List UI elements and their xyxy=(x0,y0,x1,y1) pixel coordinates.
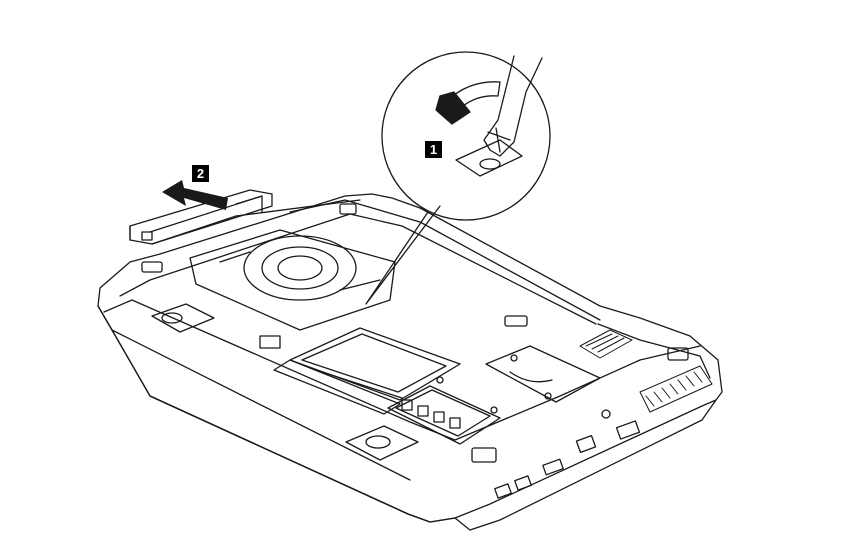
step-badge-2: 2 xyxy=(192,165,209,182)
vent-grille-side xyxy=(639,365,713,413)
hdd-bay xyxy=(259,327,461,415)
optical-drive xyxy=(129,189,361,245)
speaker-left xyxy=(151,303,215,333)
side-ports xyxy=(494,409,641,499)
wlan-card xyxy=(485,345,601,403)
memory-module xyxy=(387,376,501,445)
laptop-base xyxy=(97,193,723,531)
eject-arrow-icon xyxy=(162,180,228,210)
rotate-arrow-icon xyxy=(435,81,501,125)
step-badge-1: 1 xyxy=(425,141,442,158)
fan-compartment xyxy=(189,229,396,331)
screwdriver-icon xyxy=(455,55,543,177)
speaker-right xyxy=(345,425,419,461)
detail-callout xyxy=(365,51,551,305)
vent-grille-bottom xyxy=(579,329,633,359)
